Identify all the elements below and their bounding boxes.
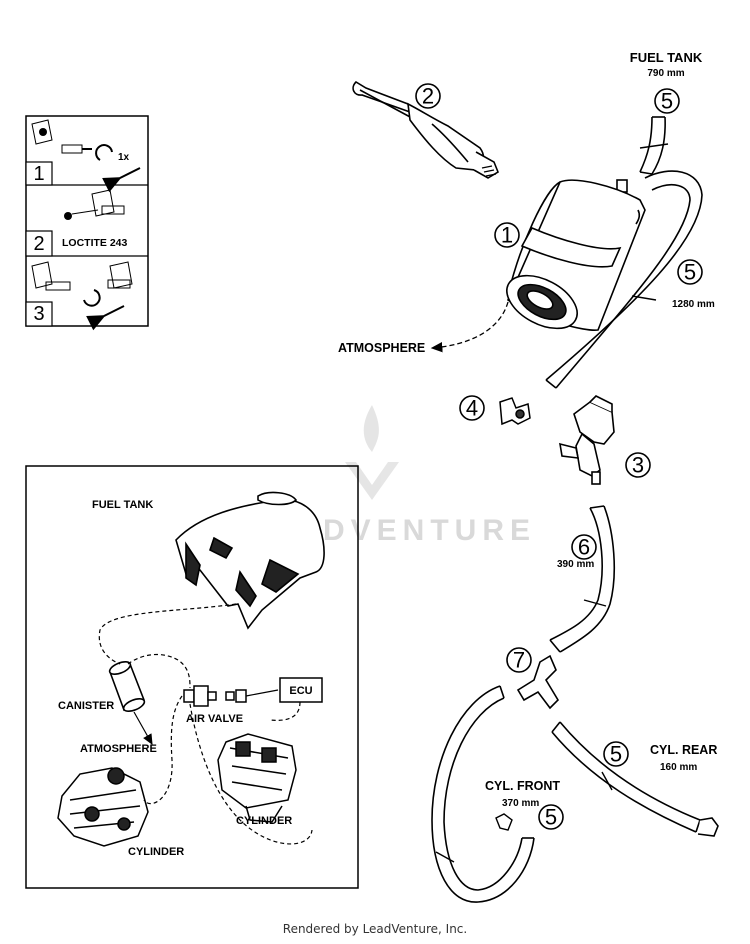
hose-390 <box>549 505 616 653</box>
hose-1280 <box>545 170 703 389</box>
hose-cyl-rear <box>551 721 719 837</box>
inset-label-cylinder-right: CYLINDER <box>236 815 292 827</box>
callout-5-cyl-front: 5 <box>545 805 557 830</box>
hose-cyl-front <box>431 685 535 903</box>
step3-icon <box>31 261 133 331</box>
hose-fuel-tank <box>639 116 669 175</box>
inset-label-cylinder-left: CYLINDER <box>128 846 184 858</box>
label-cyl-front: CYL. FRONT <box>485 779 560 793</box>
step2-number: 2 <box>33 233 44 255</box>
step1-icon <box>31 119 141 193</box>
inset-label-canister: CANISTER <box>58 700 114 712</box>
inset-label-air-valve: AIR VALVE <box>186 713 243 725</box>
watermark-logo <box>345 405 399 500</box>
hose-clamp <box>499 397 531 426</box>
inset-fuel-tank <box>175 491 325 630</box>
step2-label: LOCTITE 243 <box>62 237 128 249</box>
inset-label-ecu: ECU <box>289 685 312 697</box>
label-cyl-rear-length: 160 mm <box>660 762 697 773</box>
inset-cylinder-left <box>57 767 149 847</box>
atmosphere-arrow <box>430 301 509 353</box>
callout-6: 6 <box>578 535 590 560</box>
inset-canister <box>108 660 146 713</box>
inset-label-fuel-tank: FUEL TANK <box>92 499 153 511</box>
label-390mm: 390 mm <box>557 559 594 570</box>
inset-schematic: FUEL TANK CANISTER AIR VALVE ECU ATMOSPH… <box>25 465 359 889</box>
label-fuel-tank: FUEL TANK <box>630 50 703 65</box>
callout-5-cyl-rear: 5 <box>610 742 622 767</box>
footer-credit: Rendered by LeadVenture, Inc. <box>282 922 468 936</box>
label-fuel-tank-length: 790 mm <box>647 68 684 79</box>
callout-4: 4 <box>466 396 478 421</box>
hose-tool <box>352 80 499 179</box>
step1-number: 1 <box>33 163 44 185</box>
inset-label-atmosphere: ATMOSPHERE <box>80 743 157 755</box>
callout-1: 1 <box>501 223 513 248</box>
callout-5-1280: 5 <box>684 260 696 285</box>
fuel-filter <box>506 179 646 331</box>
label-atmosphere: ATMOSPHERE <box>338 341 425 355</box>
inset-ecu-box <box>279 677 323 703</box>
cyl-front-fitting <box>495 813 513 831</box>
inset-air-valve <box>183 685 247 707</box>
callout-3: 3 <box>632 453 644 478</box>
callout-2: 2 <box>422 84 434 109</box>
callout-7: 7 <box>513 648 525 673</box>
legend-box: 1 1x 2 LOCTITE 243 3 <box>25 115 149 331</box>
callout-circles <box>415 83 703 830</box>
step1-label: 1x <box>118 152 130 163</box>
inset-connections <box>98 603 313 845</box>
inset-cylinder-right <box>217 733 297 823</box>
callout-5-fuel-tank: 5 <box>661 89 673 114</box>
label-cyl-rear: CYL. REAR <box>650 743 717 757</box>
label-1280mm: 1280 mm <box>672 299 715 310</box>
step2-icon <box>64 189 125 220</box>
y-connector <box>516 654 560 710</box>
step3-number: 3 <box>33 303 44 325</box>
fuel-valve <box>559 395 615 485</box>
label-cyl-front-length: 370 mm <box>502 798 539 809</box>
